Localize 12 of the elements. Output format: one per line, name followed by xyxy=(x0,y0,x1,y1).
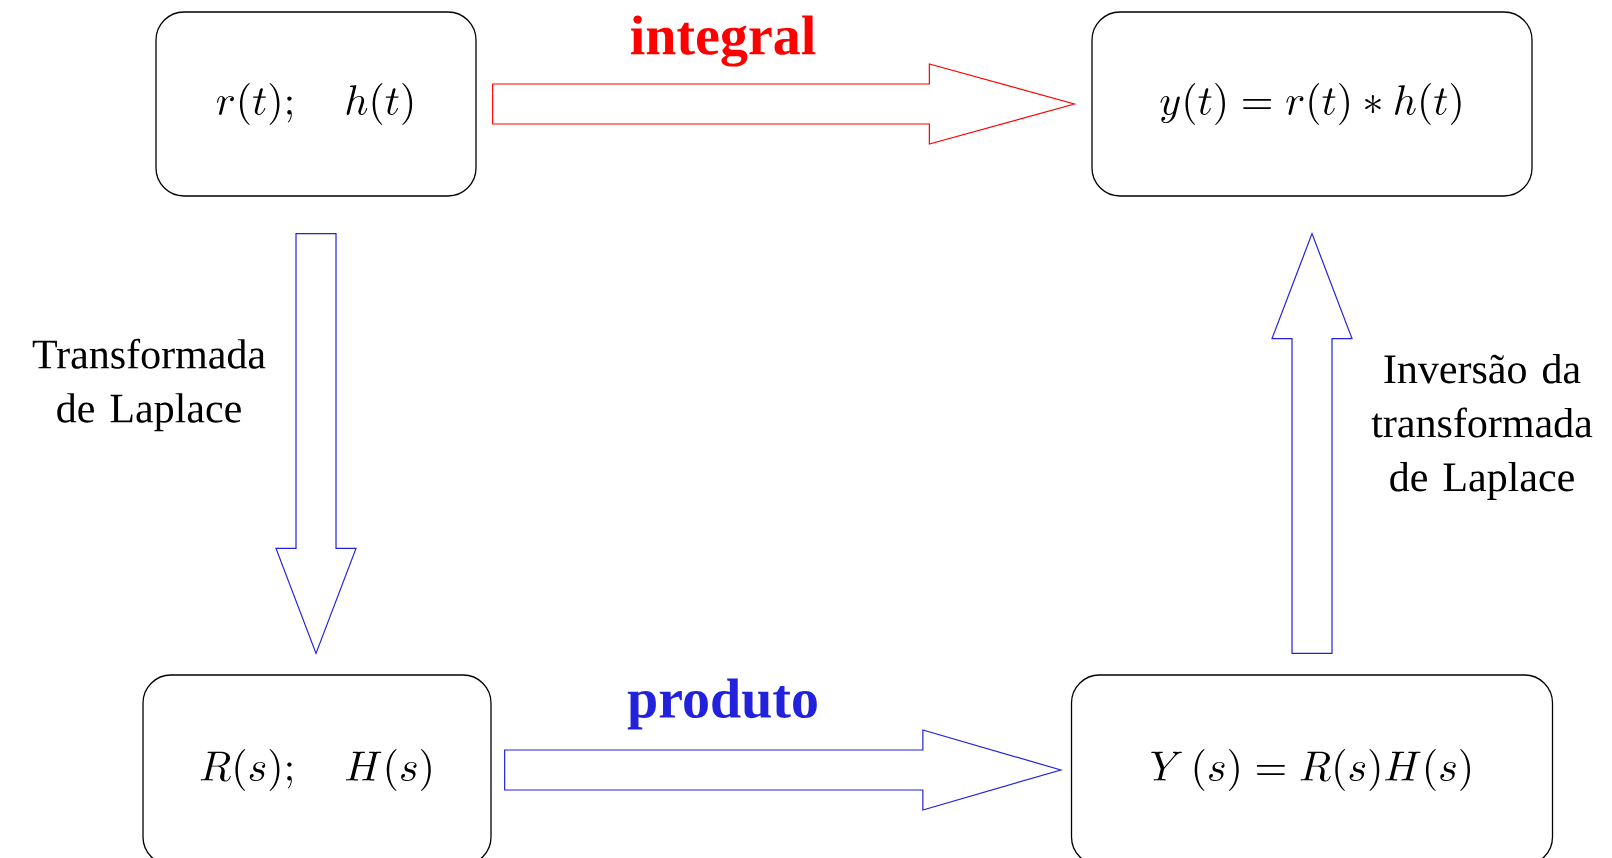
block-arrow xyxy=(275,233,357,656)
block-arrow xyxy=(492,63,1077,145)
formula-box: $Y\left(s\right)=R(s)H(s)$ xyxy=(1070,674,1554,858)
block-arrow xyxy=(504,729,1063,811)
formula-box: $R(s);\quad H(s)$ xyxy=(142,674,492,858)
edge-label: produto xyxy=(627,678,817,730)
formula-box: $r(t);\quad h(t)$ xyxy=(155,11,477,197)
edge-label: Transformada de Laplace xyxy=(32,338,266,432)
formula-box: $y(t)=r(t)*h(t)$ xyxy=(1091,11,1533,197)
edge-label: integral xyxy=(630,15,816,67)
edge-label: Inversão da transformada de Laplace xyxy=(1371,353,1593,501)
block-arrow xyxy=(1271,231,1353,654)
